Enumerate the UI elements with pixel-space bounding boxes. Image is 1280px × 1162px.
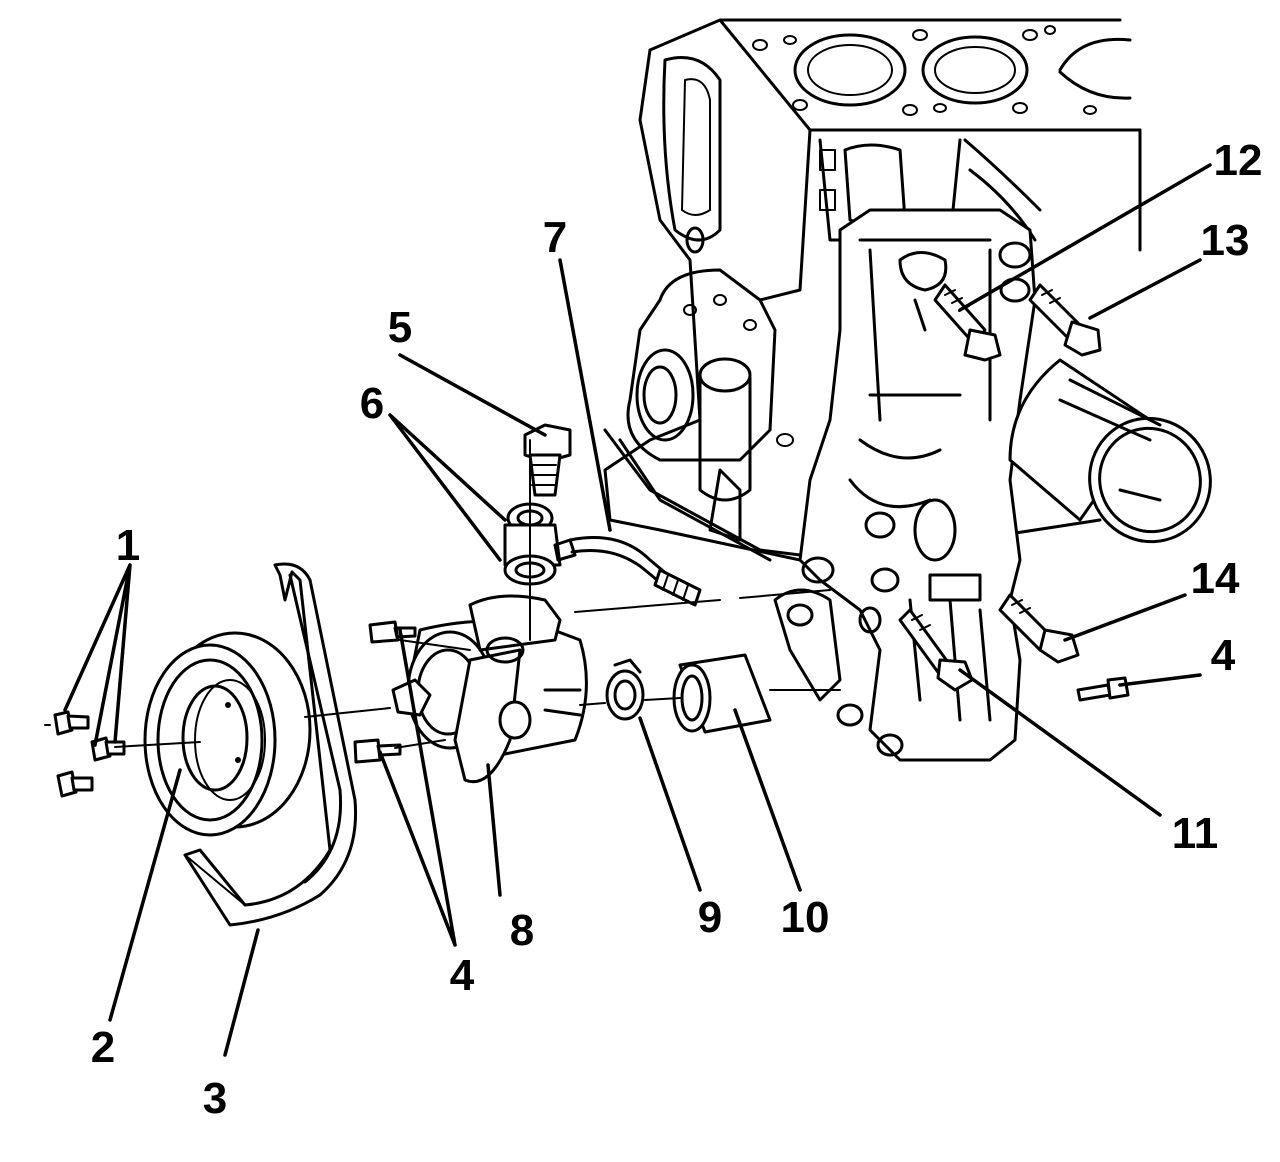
callout-6: 6 bbox=[360, 379, 384, 428]
callout-labels: 1 2 3 4 4 5 6 7 8 9 10 11 12 13 14 bbox=[91, 136, 1263, 1123]
callout-4-right: 4 bbox=[1211, 631, 1236, 680]
callout-2: 2 bbox=[91, 1023, 115, 1072]
callout-14: 14 bbox=[1191, 554, 1240, 603]
pump-bracket bbox=[773, 208, 1037, 762]
callout-11: 11 bbox=[1172, 809, 1219, 858]
power-steering-pump bbox=[353, 594, 588, 783]
bolt-11 bbox=[898, 608, 974, 692]
hose-clamp bbox=[605, 658, 645, 721]
banjo-bolt bbox=[523, 423, 572, 497]
callout-12: 12 bbox=[1214, 136, 1263, 185]
callout-8: 8 bbox=[510, 906, 534, 955]
oil-filter bbox=[1008, 358, 1212, 544]
assembly-axis-lines bbox=[44, 439, 841, 749]
callout-10: 10 bbox=[781, 893, 830, 942]
pressure-hose bbox=[568, 536, 702, 607]
pulley bbox=[143, 631, 312, 837]
bolt-4-right bbox=[1076, 676, 1130, 702]
leader-lines bbox=[63, 163, 1212, 1057]
drive-belt bbox=[183, 562, 358, 927]
callout-9: 9 bbox=[698, 893, 722, 942]
bolt-13 bbox=[1028, 283, 1102, 357]
suction-hose bbox=[672, 653, 772, 734]
callout-3: 3 bbox=[203, 1074, 227, 1123]
callout-1: 1 bbox=[116, 521, 140, 570]
pulley-bolts bbox=[53, 710, 126, 798]
callout-5: 5 bbox=[388, 303, 412, 352]
callout-7: 7 bbox=[543, 213, 567, 262]
banjo-union-and-washers bbox=[503, 502, 577, 586]
callout-13: 13 bbox=[1201, 216, 1250, 265]
callout-4-left: 4 bbox=[450, 951, 475, 1000]
bolt-12 bbox=[933, 283, 1002, 362]
